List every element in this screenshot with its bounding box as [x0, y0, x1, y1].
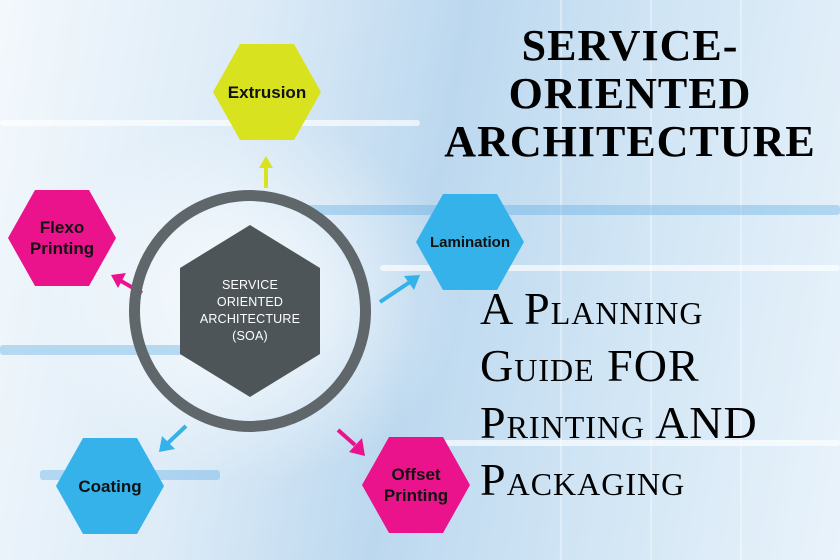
background-streak	[0, 345, 200, 355]
center-ring	[129, 190, 371, 432]
subtitle: A Planning Guide FOR Printing AND Packag…	[480, 280, 840, 508]
node-label-line1: Flexo	[39, 218, 85, 237]
arrow-offset	[336, 428, 365, 456]
node-label: Extrusion	[227, 82, 307, 102]
background-streak	[300, 205, 840, 215]
subtitle-line: Packaging	[480, 454, 686, 505]
arrow-extrusion	[259, 156, 273, 188]
main-title: SERVICE- ORIENTED ARCHITECTURE	[420, 22, 840, 166]
subtitle-line: Guide FOR	[480, 340, 700, 391]
node-offset-printing: Offset Printing	[362, 437, 470, 533]
node-lamination: Lamination	[416, 194, 524, 290]
subtitle-line: A Planning	[480, 283, 704, 334]
title-line: ARCHITECTURE	[444, 117, 816, 166]
node-label-line2: Printing	[29, 239, 95, 258]
background-line	[560, 0, 562, 560]
arrow-lamination	[378, 275, 420, 304]
background-streak	[380, 265, 840, 271]
subtitle-line: Printing AND	[480, 397, 758, 448]
node-label-line2: Printing	[383, 486, 449, 505]
title-line: SERVICE-	[521, 21, 739, 70]
node-label-line1: Offset	[391, 465, 441, 484]
background-line	[650, 0, 652, 560]
arrow-coating	[159, 424, 188, 452]
node-extrusion: Extrusion	[213, 44, 321, 140]
title-line: ORIENTED	[508, 69, 752, 118]
background-streak	[420, 440, 840, 446]
center-label: SERVICE ORIENTED ARCHITECTURE (SOA)	[199, 278, 301, 343]
background-line	[740, 0, 742, 560]
node-flexo-printing: Flexo Printing	[8, 190, 116, 286]
node-coating: Coating	[56, 438, 164, 534]
node-label: Coating	[78, 476, 142, 496]
background-streak	[0, 120, 420, 126]
node-label: Lamination	[429, 233, 510, 251]
